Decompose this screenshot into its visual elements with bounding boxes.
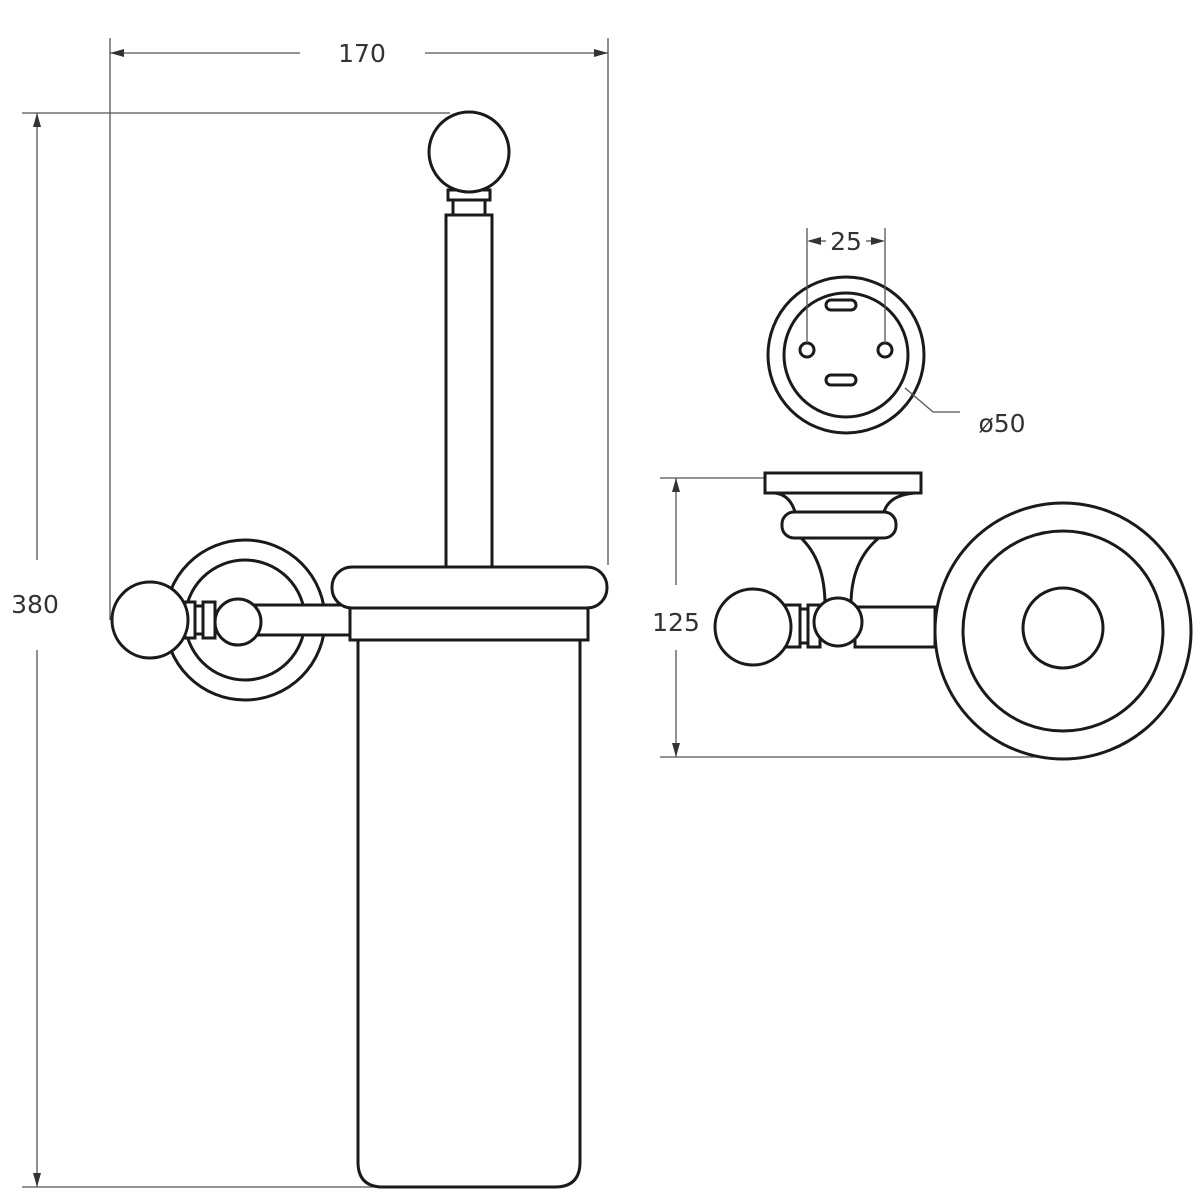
height-label: 380 bbox=[11, 590, 59, 619]
side-view: 125 bbox=[652, 471, 1193, 761]
front-view bbox=[110, 110, 609, 1189]
diameter-label: ø50 bbox=[978, 409, 1025, 438]
projection-label: 125 bbox=[652, 608, 700, 637]
dimension-width: 170 bbox=[109, 38, 609, 620]
hole-spacing-label: 25 bbox=[830, 227, 862, 256]
width-label: 170 bbox=[338, 39, 386, 68]
plate-top-view: 25 ø50 bbox=[766, 227, 1026, 438]
dimension-height: 380 bbox=[11, 112, 450, 1188]
